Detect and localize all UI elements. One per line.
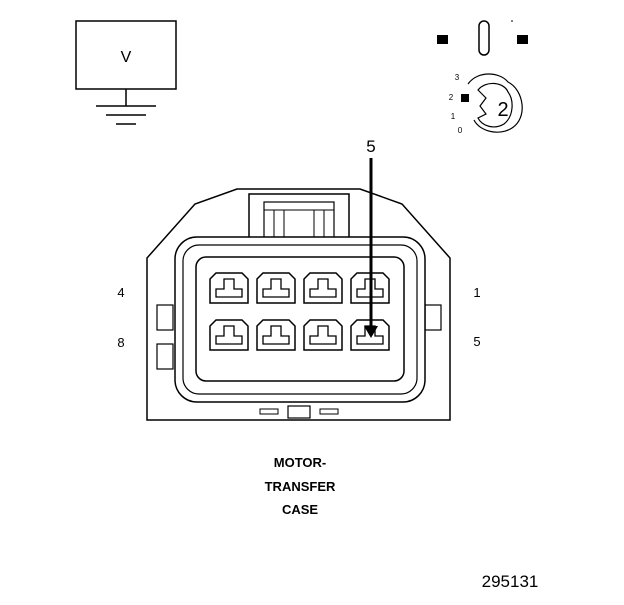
arrow-head-icon	[364, 326, 378, 338]
caption-line-2: TRANSFER	[265, 479, 336, 494]
dial-position-1: 1	[451, 112, 456, 121]
pin-cavity	[209, 272, 249, 304]
dial-indicator	[461, 94, 469, 102]
caption-line-3: CASE	[282, 502, 318, 517]
pin-cavity	[209, 319, 249, 351]
pin-label-top-right: 1	[473, 285, 480, 300]
pin-label-top-left: 4	[117, 285, 124, 300]
pin-cavity	[303, 319, 343, 351]
selector-dial: 3 2 1 0 2	[449, 73, 523, 135]
dial-position-3: 3	[455, 73, 460, 82]
pin-cavity	[256, 272, 296, 304]
connector-caption: MOTOR- TRANSFER CASE	[265, 455, 336, 517]
pin-cavity	[303, 272, 343, 304]
callout-label: 5	[366, 137, 375, 156]
dial-position-2: 2	[449, 93, 454, 102]
callout-arrow: 5	[364, 137, 378, 338]
ground-icon	[96, 105, 156, 125]
dial-position-0: 0	[458, 126, 463, 135]
voltmeter-symbol: V	[75, 20, 177, 125]
pin-label-bottom-left: 8	[117, 335, 124, 350]
dial-ring	[467, 73, 523, 133]
caption-line-1: MOTOR-	[274, 455, 326, 470]
probe-icon	[437, 20, 528, 56]
latch	[248, 193, 350, 240]
pin-cavity	[256, 319, 296, 351]
dial-selected-value: 2	[497, 99, 508, 121]
dial-knob	[477, 82, 513, 128]
pin-label-bottom-right: 5	[473, 334, 480, 349]
figure-number: 295131	[482, 572, 539, 591]
voltmeter-label: V	[121, 49, 132, 66]
connector-housing	[146, 188, 451, 421]
